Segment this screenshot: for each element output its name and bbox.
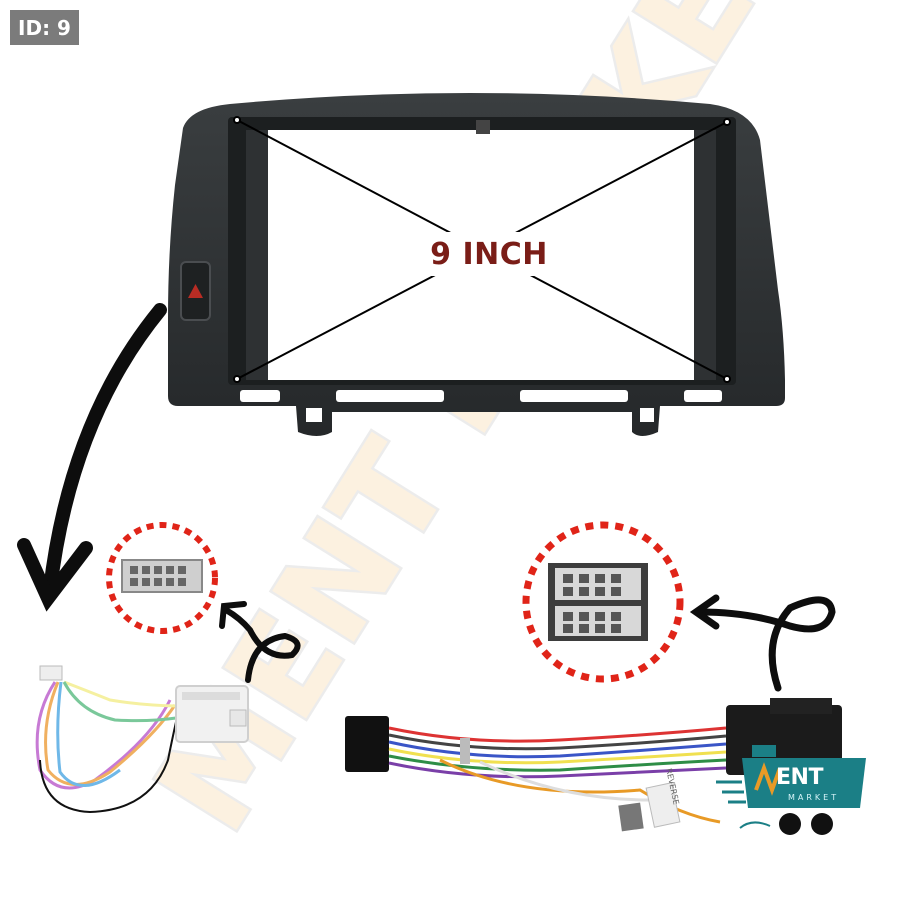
right-harness (345, 698, 842, 832)
screen-size-label: 9 INCH (421, 232, 557, 276)
left-connector-detail (106, 522, 218, 634)
arrow-to-left-harness (17, 303, 167, 612)
logo-brand-text: ENT (776, 765, 823, 790)
loop-arrow-right (689, 594, 836, 692)
loop-arrow-left (219, 601, 301, 683)
left-harness (35, 665, 249, 814)
logo-sub-text: MARKET (788, 793, 840, 802)
id-badge: ID: 9 (10, 10, 79, 45)
right-connector-detail (522, 521, 684, 683)
brand-logo (716, 745, 866, 835)
